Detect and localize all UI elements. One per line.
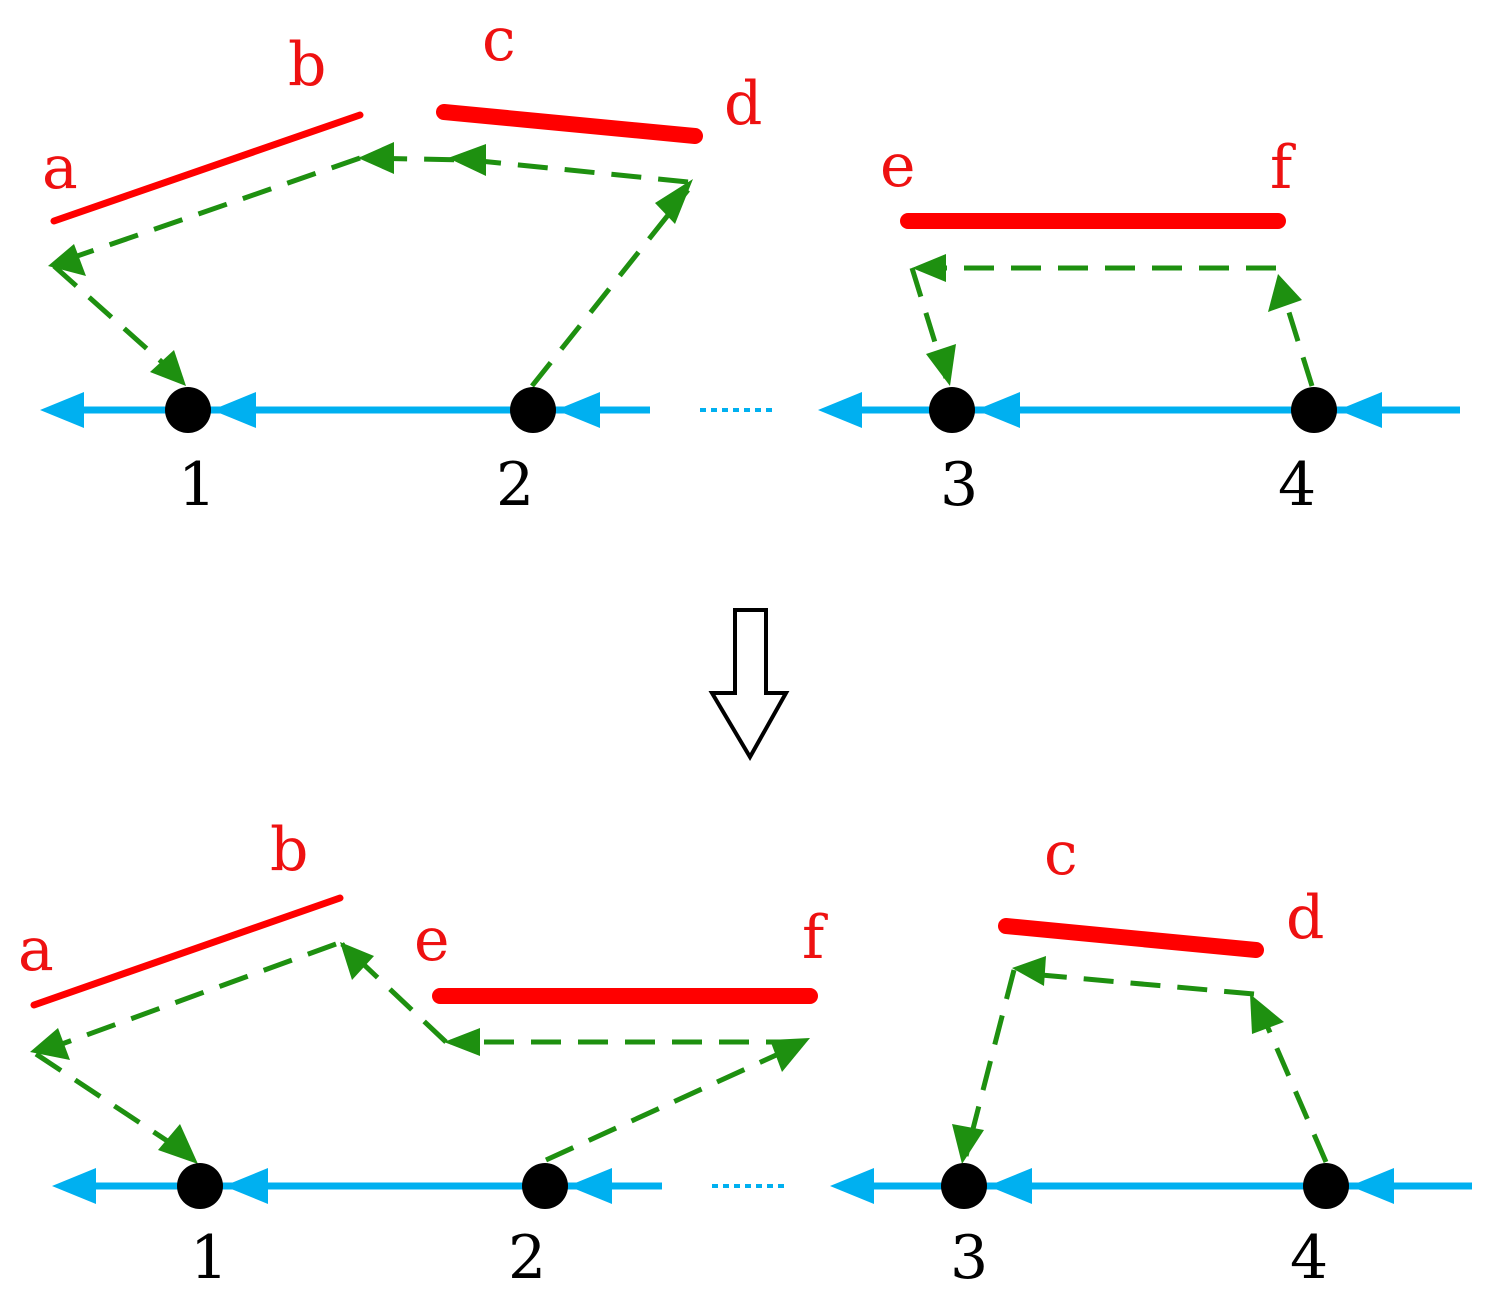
top-label-b: b (288, 30, 326, 100)
top-label-d: d (724, 69, 762, 139)
bottom-node-label-4: 4 (1290, 1223, 1328, 1293)
top-axis-arrow-icon (556, 392, 600, 428)
top-node-label-3: 3 (940, 450, 978, 520)
top-route-arrow-icon (655, 179, 693, 224)
bottom-route-d-to-c (1029, 971, 1255, 997)
bottom-axis-arrow-icon (830, 1168, 874, 1204)
top-route-arrow-icon (1268, 274, 1302, 312)
top-axis-arrow-icon (1338, 392, 1382, 428)
hollow-down-arrow-icon (708, 608, 790, 761)
bottom-label-d: d (1286, 883, 1324, 953)
bottom-route-arrow-icon (1250, 994, 1284, 1034)
top-route-arrow-icon (358, 142, 394, 174)
bottom-route-arrow-icon (952, 1124, 984, 1164)
bottom-route-arrow-icon (340, 942, 374, 980)
top-node-label-1: 1 (178, 450, 216, 520)
bottom-route-c-to-3 (963, 969, 1017, 1157)
top-route-2-to-d (530, 188, 690, 388)
bottom-node-1 (177, 1163, 223, 1209)
top-label-f: f (1270, 133, 1296, 203)
bottom-label-b: b (270, 815, 308, 885)
bottom-label-f: f (802, 903, 828, 973)
top-axis-arrow-icon (818, 392, 862, 428)
top-route-d-to-c (359, 155, 689, 185)
top-route-arrow-icon (912, 254, 946, 282)
bottom-segment-ab (30, 894, 344, 1009)
top-route-4-to-f (1279, 289, 1315, 387)
top-node-1 (165, 387, 211, 433)
bottom-route-4-to-d (1259, 1013, 1329, 1163)
top-node-label-2: 2 (496, 450, 534, 520)
bottom-segment-cd (998, 918, 1264, 958)
bottom-node-label-2: 2 (508, 1223, 546, 1293)
bottom-axis-arrow-icon (568, 1168, 612, 1204)
bottom-route-arrow-icon (158, 1124, 198, 1164)
top-node-4 (1291, 387, 1337, 433)
top-route-arrow-icon (926, 344, 956, 386)
bottom-node-label-3: 3 (950, 1223, 988, 1293)
top-axis-arrow-icon (40, 392, 84, 428)
top-route-b-to-a (59, 155, 361, 265)
top-segment-cd (436, 104, 703, 144)
top-route-arrow-icon (448, 144, 486, 176)
bottom-route-a-to-1 (34, 1051, 192, 1159)
bottom-axis-arrow-icon (224, 1168, 268, 1204)
bottom-node-2 (522, 1163, 568, 1209)
top-route-a-to-1 (52, 264, 184, 382)
top-label-a: a (42, 133, 78, 203)
bottom-axis-arrow-icon (1350, 1168, 1394, 1204)
bottom-node-label-1: 1 (190, 1223, 228, 1293)
bottom-label-e: e (414, 905, 450, 975)
top-node-label-4: 4 (1278, 450, 1316, 520)
top-label-e: e (880, 131, 916, 201)
top-axis-arrow-icon (976, 392, 1020, 428)
bottom-route-2-to-f (544, 1043, 798, 1163)
top-axis-arrow-icon (212, 392, 256, 428)
bottom-panel: a b e f c d (18, 815, 1472, 1293)
bottom-node-3 (941, 1163, 987, 1209)
bottom-label-c: c (1044, 819, 1078, 889)
bottom-axis-arrow-icon (52, 1168, 96, 1204)
top-segment-ab (50, 111, 364, 225)
bottom-route-arrow-icon (444, 1028, 480, 1056)
bottom-route-b-to-a (39, 941, 337, 1055)
bottom-route-arrow-icon (770, 1038, 810, 1072)
top-panel: a b c d e f (40, 5, 1460, 520)
top-route-arrow-icon (150, 350, 186, 386)
top-node-2 (510, 387, 556, 433)
top-label-c: c (482, 5, 516, 75)
bottom-label-a: a (18, 915, 54, 985)
top-node-3 (929, 387, 975, 433)
bottom-node-4 (1303, 1163, 1349, 1209)
bottom-route-arrow-icon (1012, 956, 1046, 986)
bottom-route-arrow-icon (30, 1028, 70, 1060)
top-route-arrow-icon (48, 244, 86, 276)
bottom-axis-arrow-icon (988, 1168, 1032, 1204)
